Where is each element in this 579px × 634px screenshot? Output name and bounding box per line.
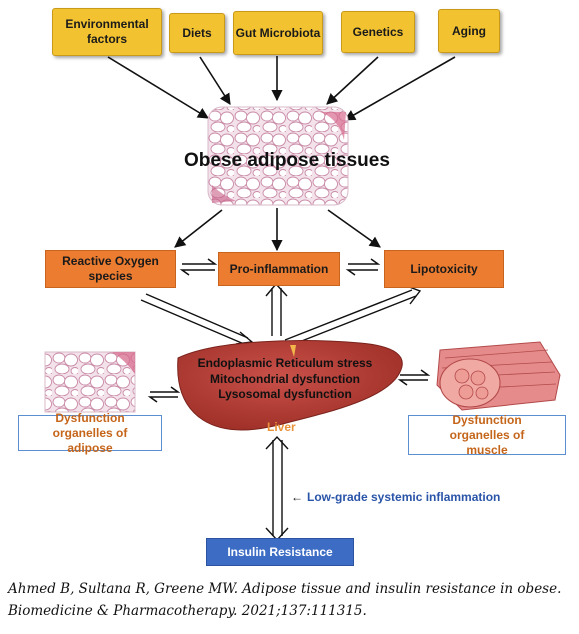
mechanism-to-liver-arrows (140, 282, 422, 347)
adipose-image (44, 351, 136, 413)
mechanism-lipotoxicity: Lipotoxicity (384, 250, 504, 288)
factor-diets: Diets (169, 13, 225, 53)
arrow-environment (107, 56, 209, 119)
liver-stress-text: Endoplasmic Reticulum stress Mitochondri… (190, 356, 380, 403)
muscle-image (436, 341, 561, 411)
mechanism-inflammation: Pro-inflammation (218, 252, 340, 286)
liver-to-resistance-arrow (265, 435, 289, 542)
tissue-to-mechanism-arrows (174, 208, 381, 252)
stress-line-er: Endoplasmic Reticulum stress (197, 356, 373, 370)
systemic-inflammation-label: ← Low-grade systemic inflammation (291, 490, 500, 504)
arrow-genetics (326, 56, 379, 105)
organelles-adipose: Dysfunction organelles of adipose (18, 411, 162, 455)
factor-genetics: Genetics (341, 11, 415, 53)
obese-tissue-image (207, 106, 349, 206)
organelles-muscle: Dysfunction organelles of muscle (408, 413, 566, 457)
stress-line-mito: Mitochondrial dysfunction (210, 371, 360, 386)
left-arrow-icon: ← (291, 490, 303, 504)
arrow-aging (344, 56, 456, 121)
insulin-resistance-box: Insulin Resistance (206, 538, 354, 566)
obese-tissue-title: Obese adipose tissues (184, 150, 390, 171)
liver-image (177, 340, 403, 431)
citation: Ahmed B, Sultana R, Greene MW. Adipose t… (8, 581, 562, 620)
factor-arrows (107, 56, 456, 121)
systemic-inflammation-text: Low-grade systemic inflammation (307, 490, 501, 504)
equilibrium-harpoons (147, 258, 431, 403)
arrow-diets (199, 56, 231, 105)
factor-gut-microbiota: Gut Microbiota (233, 11, 323, 55)
factor-aging: Aging (438, 9, 500, 53)
mechanism-ros: Reactive Oxygen species (45, 250, 176, 288)
stress-line-lyso: Lysosomal dysfunction (218, 387, 352, 402)
liver-label: Liver (267, 420, 296, 434)
factor-environmental: Environmental factors (52, 8, 162, 56)
